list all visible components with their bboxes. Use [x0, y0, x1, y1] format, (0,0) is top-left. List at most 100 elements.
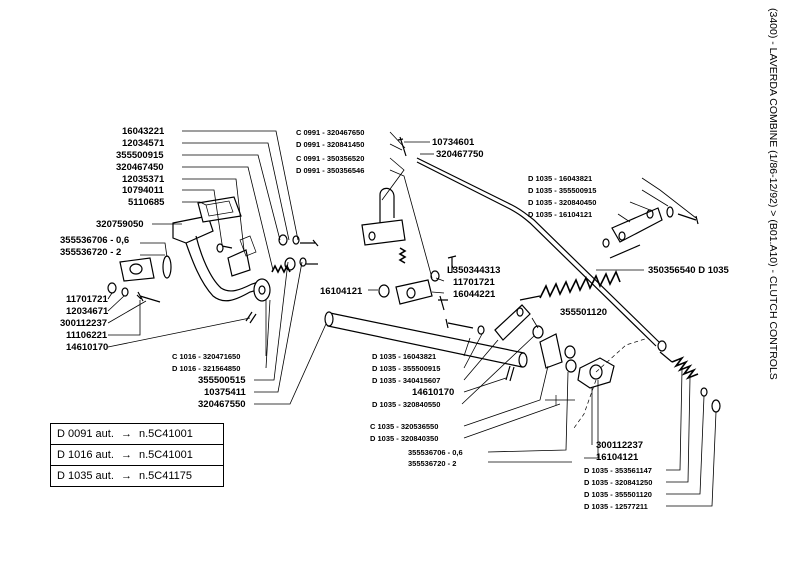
table-row: D 1016 aut. → n.5C41001 [50, 444, 224, 466]
label: 16104121 [596, 452, 639, 463]
label: D 1035 - 353561147 [584, 466, 652, 475]
label: 300112237 [60, 318, 107, 329]
label: 12034671 [66, 306, 109, 317]
right-upper-leaders [531, 177, 697, 329]
label: D 1035 - 16043821 [372, 352, 436, 361]
label: 355536706 - 0,6 [408, 448, 463, 457]
left-bracket [119, 257, 155, 282]
center-labels: D 1035 - 16043821 D 1035 - 355500915 D 1… [370, 352, 463, 468]
label: D 1035 - 320841250 [584, 478, 652, 487]
crank-arm [539, 333, 563, 369]
serial-number: n.5C41175 [139, 470, 193, 482]
nut [107, 282, 117, 294]
label: 14610170 [412, 387, 454, 398]
label: 355536706 - 0,6 [60, 235, 129, 246]
roll-pin [245, 311, 257, 324]
table-cell: D 1035 aut. → n.5C41175 [50, 465, 224, 487]
release-lever [494, 304, 531, 341]
model-code: D 0091 aut. [57, 428, 114, 440]
pedal-assembly [107, 196, 319, 324]
label: D 1035 - 16043821 [528, 174, 592, 183]
left-labels: 16043221 12034571 355500915 320467450 12… [60, 126, 246, 410]
label: 5110685 [128, 197, 165, 208]
label: 355536720 - 2 [60, 247, 121, 258]
clevis-assembly [378, 255, 457, 311]
label: 16104121 [320, 286, 363, 297]
center-leaders [461, 333, 575, 463]
label: D 1035 - 355500915 [372, 364, 440, 373]
pedal-plate [197, 196, 242, 223]
pedal-spring [271, 264, 291, 274]
label: D 0991 - 320841450 [296, 140, 364, 149]
pedal-arm [185, 242, 265, 302]
label: 320759050 [96, 219, 144, 230]
label: 16044221 [453, 289, 496, 300]
top-leaders [368, 131, 455, 294]
label: L350344313 [447, 265, 500, 276]
label: 300112237 [596, 440, 643, 451]
right-lower-labels: 300112237 16104121 D 1035 - 353561147 D … [584, 440, 652, 511]
label: 320467550 [198, 399, 246, 410]
label: C 1016 - 320471650 [172, 352, 240, 361]
label: 350356540 D 1035 [648, 265, 730, 276]
serial-number: n.5C41001 [139, 428, 193, 440]
upper-rod [397, 136, 667, 352]
arrow-icon: → [120, 449, 132, 461]
label: C 1035 - 320536550 [370, 422, 438, 431]
right-lower-leaders [584, 369, 717, 507]
label: 320467750 [436, 149, 484, 160]
label: 355501120 [560, 307, 607, 318]
label: D 1035 - 320840450 [528, 198, 596, 207]
pedal-hub [253, 278, 271, 302]
mount-bracket [227, 249, 251, 277]
table-cell: D 1016 aut. → n.5C41001 [50, 444, 224, 466]
label: D 1035 - 12577211 [584, 502, 648, 511]
label: D 1035 - 340415607 [372, 376, 440, 385]
bearing-bracket [577, 357, 615, 389]
label: D 1035 - 320840350 [370, 434, 438, 443]
label: D 1035 - 16104121 [528, 210, 592, 219]
label: D 0991 - 350356546 [296, 166, 364, 175]
arrow-icon: → [120, 428, 132, 440]
label: C 0991 - 320467650 [296, 128, 364, 137]
top-labels: C 0991 - 320467650 D 0991 - 320841450 C … [296, 128, 500, 300]
label: D 1035 - 320840550 [372, 400, 440, 409]
right-lower-assembly [573, 337, 721, 429]
support-bracket [361, 187, 407, 264]
bolt [136, 291, 161, 303]
label: 11106221 [66, 330, 108, 341]
serial-number: n.5C41001 [139, 449, 193, 461]
washer-1 [278, 234, 288, 246]
label: D 1035 - 355501120 [584, 490, 652, 499]
clutch-spring [539, 270, 621, 299]
label: 10734601 [432, 137, 475, 148]
table-cell: D 0091 aut. → n.5C41001 [50, 423, 224, 445]
label: 355500515 [198, 375, 246, 386]
label: 16043221 [122, 126, 165, 137]
label: 11701721 [453, 277, 495, 288]
label: 14610170 [66, 342, 108, 353]
serial-number-table: D 0091 aut. → n.5C41001 D 1016 aut. → n.… [50, 423, 224, 487]
label: C 0991 - 350356520 [296, 154, 364, 163]
label: 355500915 [116, 150, 164, 161]
label: 320467450 [116, 162, 164, 173]
washer-3 [299, 257, 307, 267]
left-leaders [107, 130, 331, 405]
washer-2 [292, 235, 300, 245]
label: D 1035 - 355500915 [528, 186, 596, 195]
label: 10794011 [122, 185, 164, 196]
table-row: D 0091 aut. → n.5C41001 [50, 423, 224, 445]
label: 11701721 [66, 294, 108, 305]
right-upper-labels: D 1035 - 16043821 D 1035 - 355500915 D 1… [528, 174, 730, 318]
label: 12035371 [122, 174, 165, 185]
model-code: D 1035 aut. [57, 470, 114, 482]
label: 10375411 [204, 387, 246, 398]
clutch-rod [416, 157, 661, 344]
arrow-icon: → [120, 470, 132, 482]
label: 355536720 - 2 [408, 459, 456, 468]
label: 12034571 [122, 138, 165, 149]
label: D 1016 - 321564850 [172, 364, 240, 373]
right-upper-assembly [445, 206, 699, 382]
return-spring [671, 356, 699, 380]
